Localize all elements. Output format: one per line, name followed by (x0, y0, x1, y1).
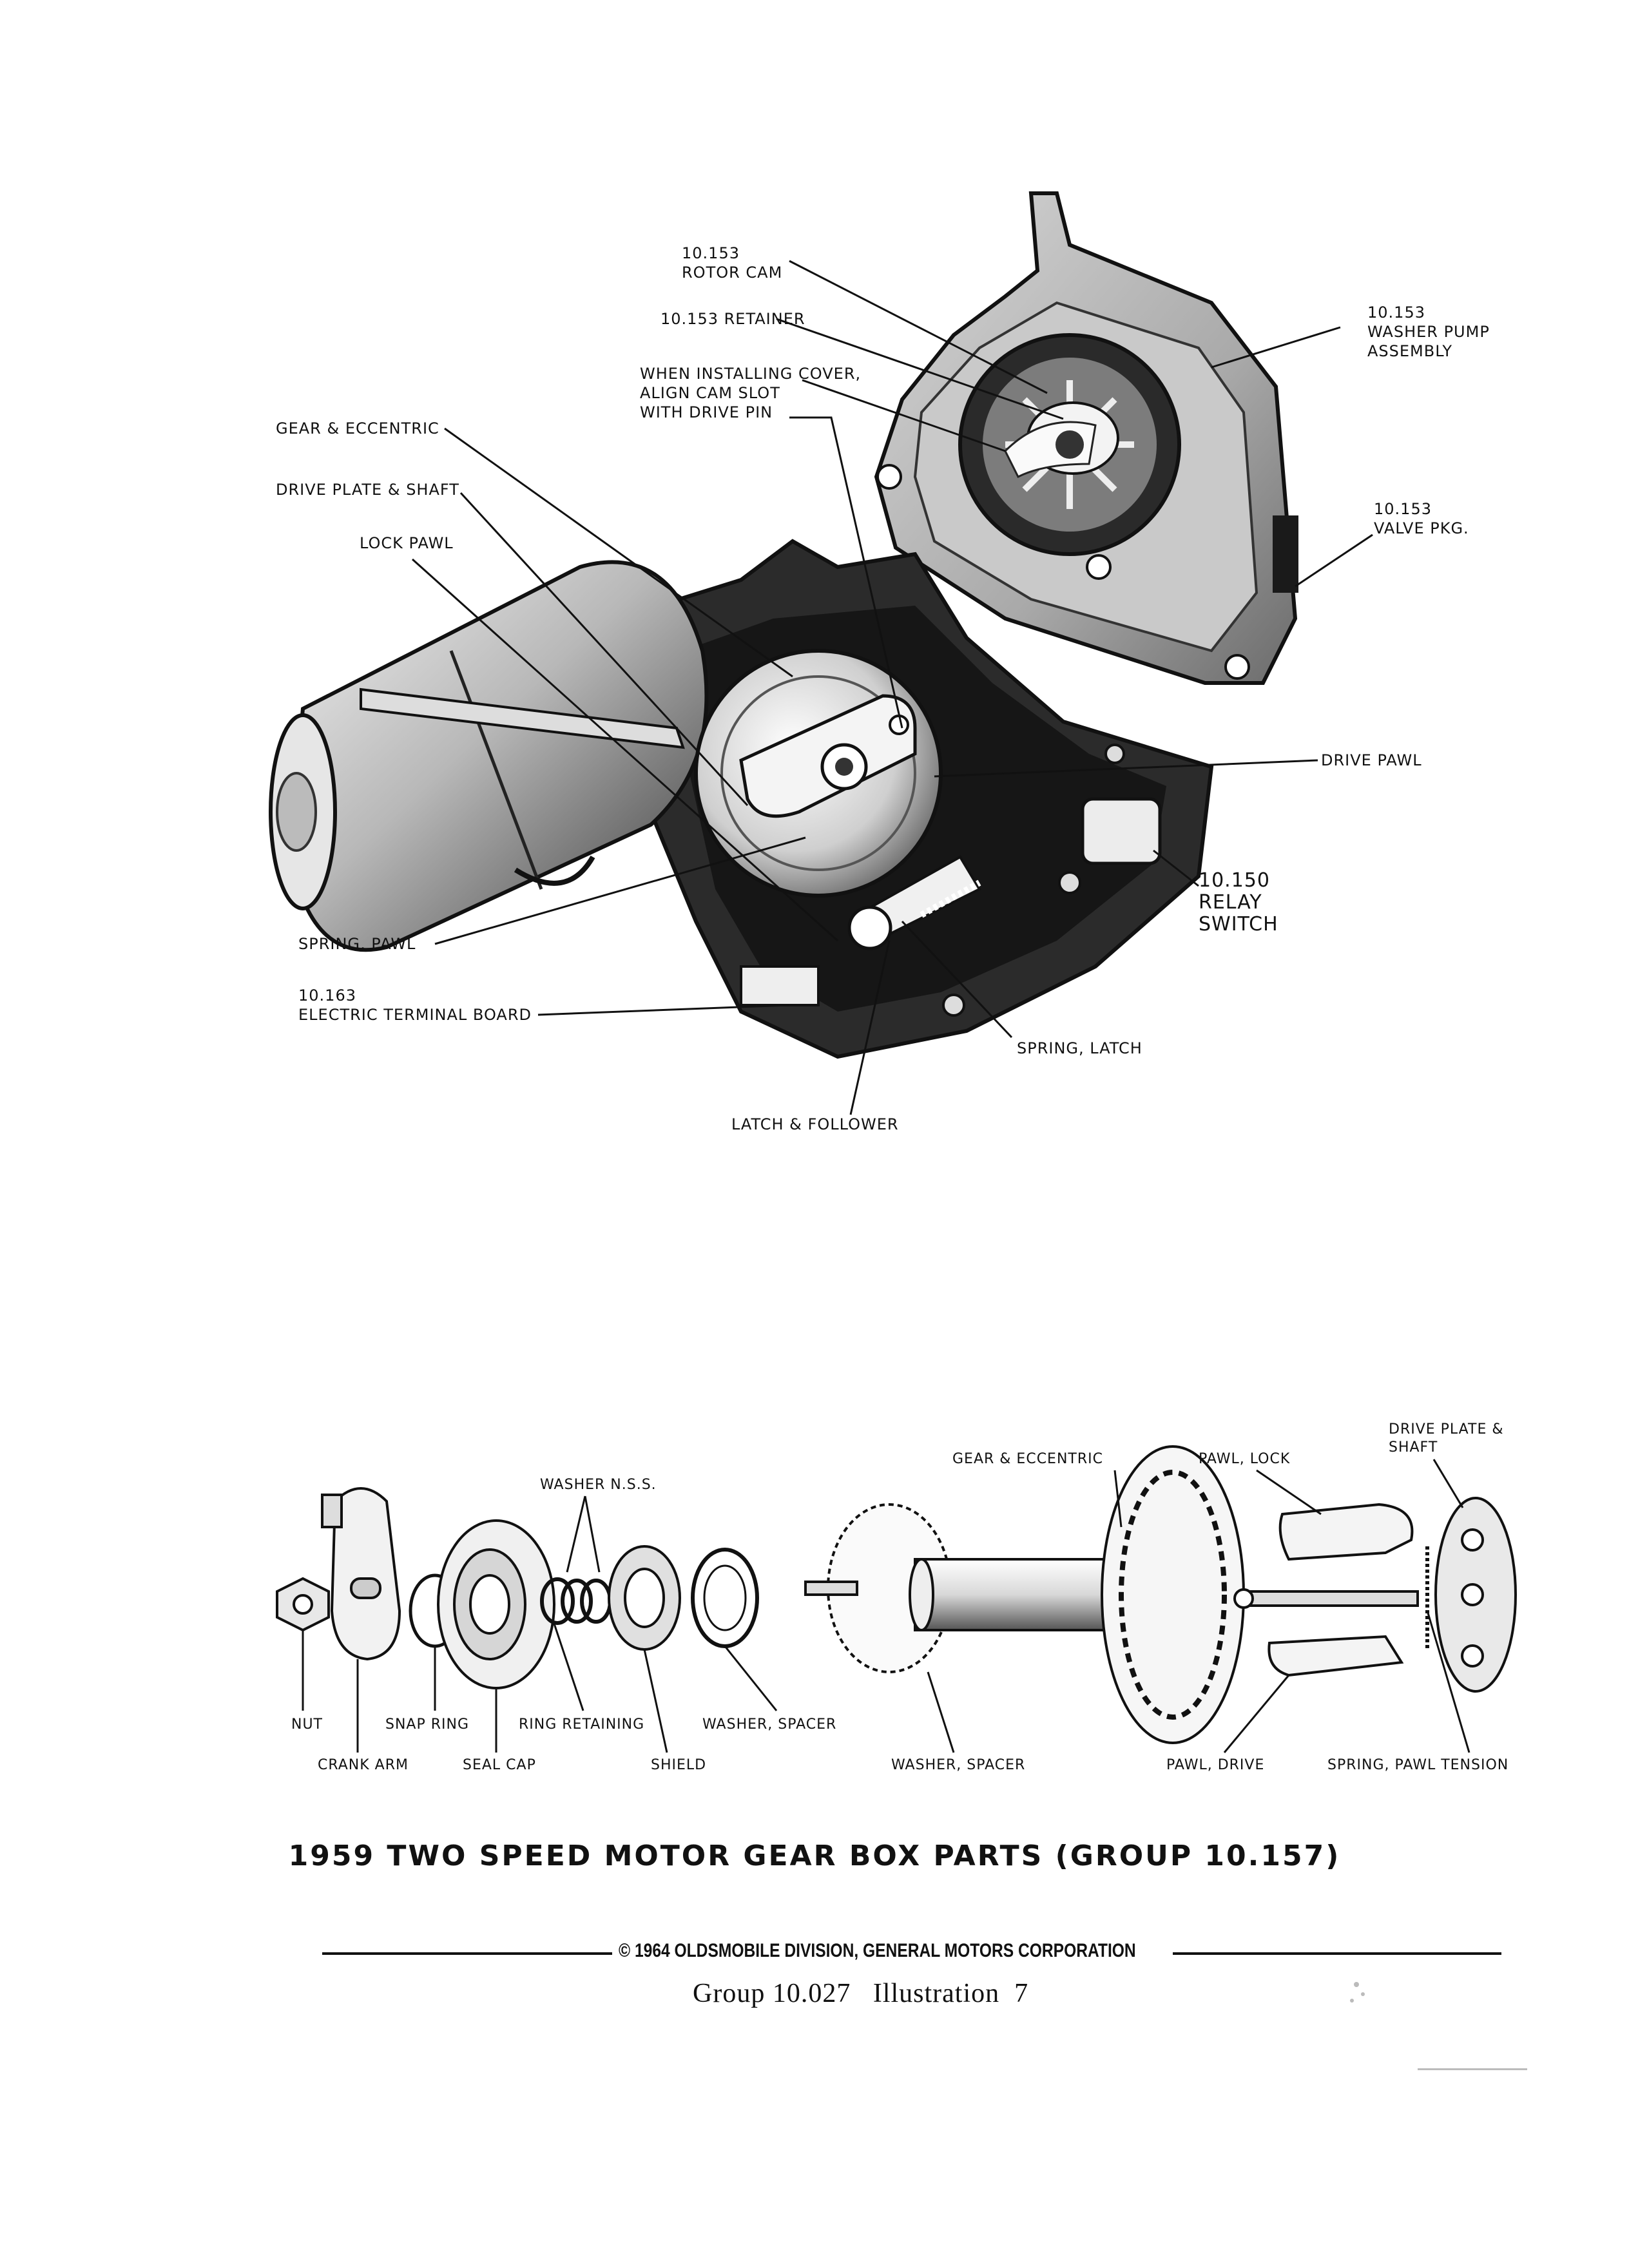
label-spring-pawl: SPRING, PAWL (298, 935, 416, 953)
seal-cap-part (437, 1519, 555, 1689)
label-washer-spacer-2: WASHER, SPACER (891, 1757, 1026, 1773)
washer-spacer-part (691, 1548, 759, 1648)
label-pawl-drive: PAWL, DRIVE (1166, 1757, 1265, 1773)
smudge-mark (1350, 1982, 1527, 2070)
label-shield: SHIELD (651, 1757, 707, 1773)
group-illustration-line: Group 10.027 Illustration 7 (693, 1979, 1029, 2008)
label-drive-plate-shaft-bottom: DRIVE PLATE &SHAFT (1389, 1421, 1504, 1456)
gear-eccentric-part (804, 1445, 1245, 1744)
label-latch-follower: LATCH & FOLLOWER (731, 1115, 899, 1133)
exploded-view (276, 1445, 1517, 1744)
top-leader-lines (411, 260, 1373, 1115)
label-seal-cap: SEAL CAP (463, 1757, 536, 1773)
label-washer-nss: WASHER N.S.S. (540, 1477, 657, 1493)
copyright-line: © 1964 OLDSMOBILE DIVISION, GENERAL MOTO… (619, 1940, 1136, 1961)
label-gear-eccentric-bottom: GEAR & ECCENTRIC (952, 1451, 1103, 1467)
label-washer-spacer-1: WASHER, SPACER (702, 1716, 837, 1733)
label-gear-eccentric-top: GEAR & ECCENTRIC (276, 419, 439, 437)
label-drive-pawl: DRIVE PAWL (1321, 751, 1422, 769)
pawl-lock-part (1278, 1503, 1414, 1561)
page-title: 1959 TWO SPEED MOTOR GEAR BOX PARTS (GRO… (288, 1840, 1341, 1872)
label-lock-pawl: LOCK PAWL (360, 534, 454, 552)
label-crank-arm: CRANK ARM (318, 1757, 409, 1773)
washer-pump-cover (874, 191, 1298, 685)
nut-part (276, 1577, 330, 1632)
crank-arm-part (321, 1487, 401, 1661)
drive-plate-part (1434, 1497, 1517, 1693)
label-drive-plate-shaft-top: DRIVE PLATE & SHAFT (276, 481, 459, 499)
label-pawl-lock: PAWL, LOCK (1199, 1451, 1291, 1467)
label-snap-ring: SNAP RING (385, 1716, 470, 1733)
pawl-drive-part (1268, 1635, 1404, 1677)
drive-shaft-part (1233, 1588, 1419, 1609)
label-nut: NUT (291, 1716, 323, 1733)
bottom-leader-lines (302, 1459, 1470, 1753)
shield-part (608, 1545, 681, 1651)
label-spring-latch: SPRING, LATCH (1017, 1039, 1142, 1057)
label-ring-retaining: RING RETAINING (519, 1716, 645, 1733)
label-spring-pawl-tension: SPRING, PAWL TENSION (1327, 1757, 1509, 1773)
label-retainer: 10.153 RETAINER (660, 310, 805, 328)
